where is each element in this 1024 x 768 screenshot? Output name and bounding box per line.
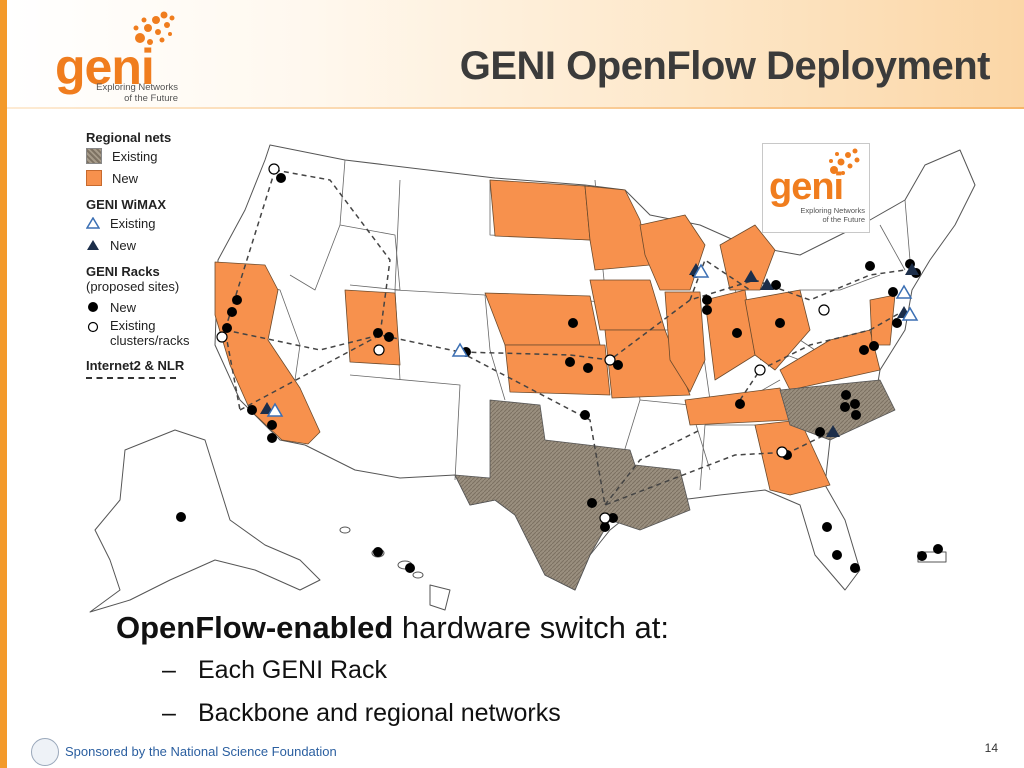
header-band (7, 0, 1024, 107)
legend-racks-new: New (86, 296, 236, 318)
legend-racks-heading: GENI Racks (86, 264, 160, 279)
nsf-seal-icon (31, 738, 59, 766)
header-divider (7, 107, 1024, 109)
legend-regional-heading: Regional nets (86, 130, 172, 145)
map-logo-wordmark: geni (769, 166, 844, 208)
slide-title: GENI OpenFlow Deployment (459, 44, 991, 88)
legend-wimax-heading: GENI WiMAX (86, 197, 167, 212)
map-legend: Regional nets Existing New GENI WiMAX Ex… (86, 128, 236, 379)
legend-regional-existing: Existing (86, 145, 236, 167)
sub-bullet: –Each GENI Rack (162, 656, 387, 684)
logo-wordmark: geni (55, 39, 155, 95)
new-swatch-icon (86, 170, 102, 186)
legend-wimax-new: New (86, 234, 236, 256)
logo-dots-icon (829, 148, 860, 175)
existing-regional-nets (454, 379, 896, 591)
page-number: 14 (984, 741, 998, 755)
hollow-dot-icon (86, 321, 100, 333)
backbone-dash-icon (86, 377, 176, 379)
left-accent-bar (0, 0, 7, 768)
hawaii (339, 526, 451, 611)
us-map (89, 144, 976, 613)
filled-dot-icon (86, 301, 100, 313)
legend-racks-sub: (proposed sites) (86, 279, 180, 294)
sub-bullet: –Backbone and regional networks (162, 699, 561, 727)
main-bullet: OpenFlow-enabled hardware switch at: (116, 610, 669, 645)
hollow-triangle-icon (86, 217, 100, 229)
footer-sponsor: Sponsored by the National Science Founda… (65, 744, 337, 759)
wimax-existing (266, 263, 919, 417)
backbone-links (224, 169, 906, 507)
legend-backbone-heading: Internet2 & NLR (86, 358, 185, 373)
legend-wimax-existing: Existing (86, 212, 236, 234)
alaska (89, 429, 321, 613)
logo-dots-icon (133, 11, 175, 45)
existing-swatch-icon (86, 148, 102, 164)
legend-regional-new: New (86, 167, 236, 189)
filled-triangle-icon (86, 239, 100, 251)
existing-clusters (216, 163, 830, 524)
